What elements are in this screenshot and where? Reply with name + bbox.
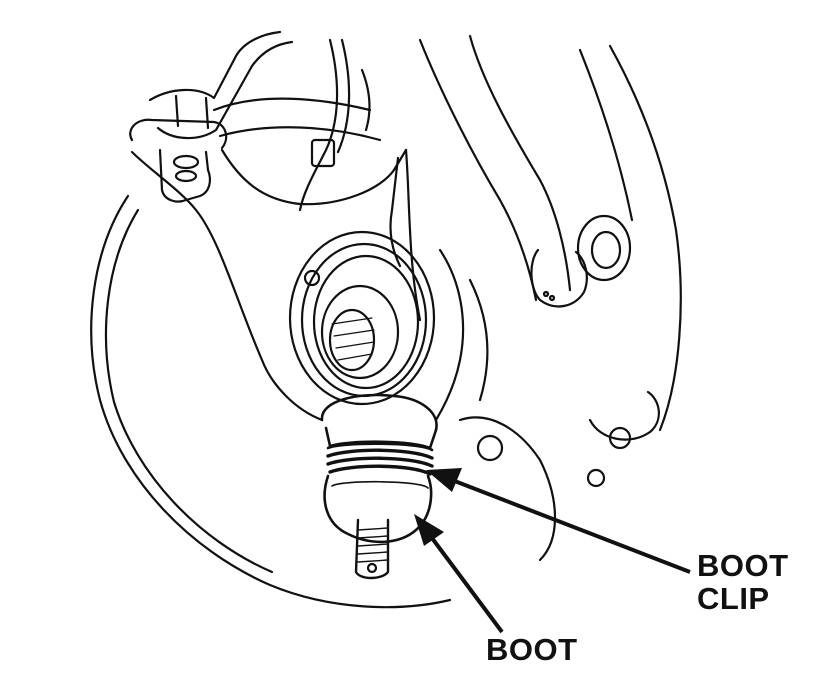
boot-clip-arrow [426, 468, 691, 574]
strut-and-caliper [418, 34, 682, 562]
wheel-hub [288, 230, 436, 406]
boot-clip-label: BOOT CLIP [697, 549, 789, 615]
boot [323, 474, 433, 544]
boot-arrow [414, 514, 504, 634]
lower-arm-outline [130, 148, 422, 422]
brake-rotor [90, 194, 452, 609]
sensor-wire [298, 38, 371, 212]
boot-label: BOOT [486, 632, 578, 667]
boot-clip-label-line1: BOOT [697, 548, 789, 583]
upper-control-arm [148, 30, 382, 142]
leader-arrows [414, 468, 691, 634]
boot-clip-label-line2: CLIP [697, 581, 770, 616]
ball-joint-housing [320, 393, 438, 452]
upper-arm-bushing [129, 118, 228, 203]
boot-clip [326, 448, 434, 476]
ball-stud [354, 518, 390, 580]
